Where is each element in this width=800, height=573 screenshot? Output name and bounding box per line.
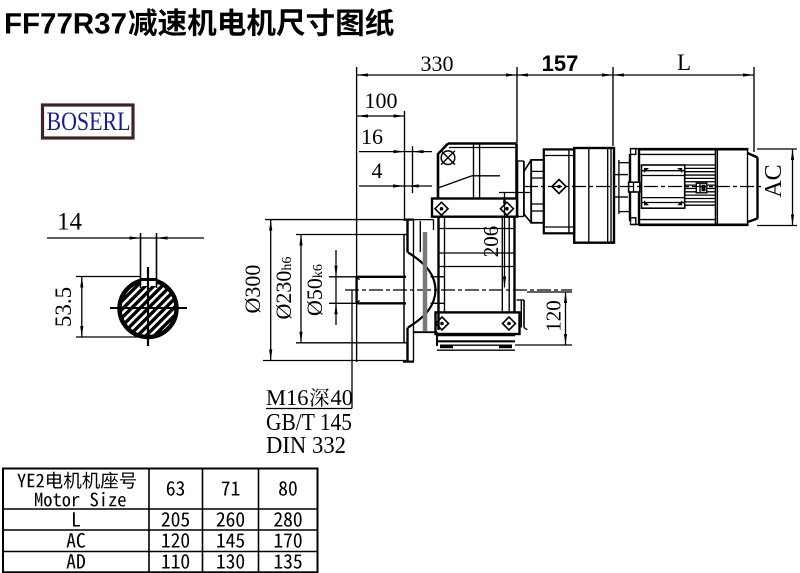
- svg-text:120: 120: [542, 300, 566, 332]
- svg-text:100: 100: [365, 88, 398, 113]
- svg-text:16: 16: [361, 124, 383, 149]
- svg-text:330: 330: [421, 51, 454, 76]
- svg-text:BOSERL: BOSERL: [47, 107, 131, 136]
- svg-text:Ø50k6: Ø50k6: [302, 264, 327, 316]
- svg-text:Ø230h6: Ø230h6: [271, 257, 296, 320]
- svg-text:Ø300: Ø300: [240, 265, 265, 314]
- svg-text:14: 14: [57, 209, 83, 236]
- svg-text:206: 206: [479, 226, 503, 258]
- svg-text:AC: AC: [761, 164, 787, 197]
- svg-text:53.5: 53.5: [51, 287, 76, 327]
- svg-text:DIN 332: DIN 332: [266, 433, 346, 459]
- svg-text:GB/T 145: GB/T 145: [266, 410, 352, 436]
- svg-text:L: L: [677, 50, 691, 75]
- svg-text:4: 4: [372, 158, 383, 183]
- svg-text:157: 157: [542, 51, 579, 76]
